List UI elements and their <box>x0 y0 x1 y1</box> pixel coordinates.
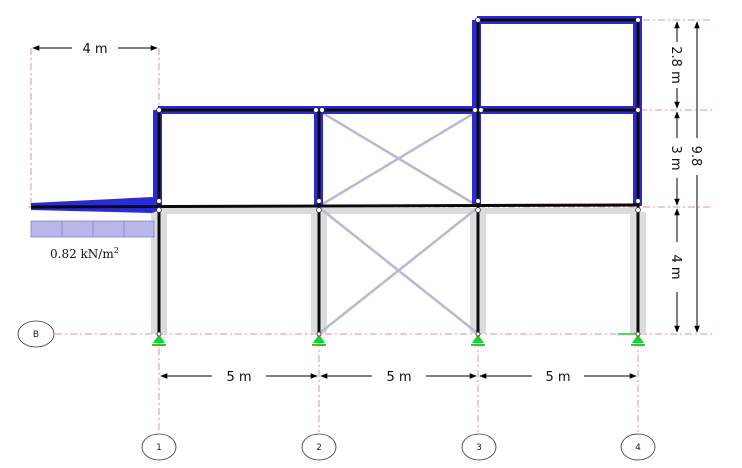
pinned-support-icon <box>312 331 326 346</box>
node <box>635 17 641 23</box>
grid-label-col: 1 <box>156 443 162 453</box>
grid-bubble-icon <box>461 433 497 461</box>
grid-bubble-icon <box>301 433 337 461</box>
node <box>156 207 162 213</box>
load-unit-exponent: 2 <box>114 246 119 255</box>
brace <box>320 110 477 207</box>
supports <box>152 331 645 346</box>
moment-cantilever <box>31 197 160 213</box>
horizontal-dimensions <box>32 45 637 379</box>
nodes <box>156 17 641 213</box>
area-load: 0.82 kN/m2 <box>30 220 155 261</box>
dim-label-bay-2: 5 m <box>386 370 411 385</box>
grid-label-col: 2 <box>316 443 322 453</box>
node <box>316 207 322 213</box>
node <box>156 107 162 113</box>
pinned-support-icon <box>618 331 645 346</box>
dim-label-cantilever: 4 m <box>82 42 107 57</box>
grid-bubble-icon <box>141 433 177 461</box>
node <box>156 198 162 204</box>
pinned-support-icon <box>471 331 485 346</box>
node <box>313 107 319 113</box>
dim-label-story-1: 4 m <box>668 254 683 279</box>
grid-bubble-col-1: 1 <box>141 433 177 461</box>
moment-diagram <box>31 16 642 213</box>
load-value-label: 0.82 kN/m2 <box>50 246 119 261</box>
dim-label-bay-1: 5 m <box>226 370 251 385</box>
node <box>475 17 481 23</box>
dim-label-story-3: 2.8 m <box>668 46 683 83</box>
grid-bubble-icon <box>17 320 55 348</box>
node <box>475 207 481 213</box>
beam <box>30 203 639 209</box>
dim-label-bay-3: 5 m <box>545 370 570 385</box>
brace <box>320 208 477 333</box>
grid-label-col: 4 <box>635 443 641 453</box>
grid-label-row: B <box>33 330 39 340</box>
node <box>475 198 481 204</box>
node <box>635 107 641 113</box>
grid-bubble-icon <box>620 433 656 461</box>
grid-bubble-col-2: 2 <box>301 433 337 461</box>
grid-bubble-col-3: 3 <box>461 433 497 461</box>
grid-bubble-row-b: B <box>17 320 55 348</box>
cross-bracing <box>320 110 477 333</box>
node <box>635 198 641 204</box>
grid-label-col: 3 <box>476 443 482 453</box>
dim-label-total: 9.8 <box>688 146 703 167</box>
node <box>319 107 325 113</box>
members <box>30 18 640 334</box>
node <box>478 107 484 113</box>
dim-label-story-2: 3 m <box>668 145 683 170</box>
node <box>472 107 478 113</box>
node <box>316 198 322 204</box>
pinned-support-icon <box>152 331 166 346</box>
load-panel <box>30 220 155 238</box>
grid-bubble-col-4: 4 <box>620 433 656 461</box>
vertical-dimensions <box>674 21 700 333</box>
node <box>635 207 641 213</box>
